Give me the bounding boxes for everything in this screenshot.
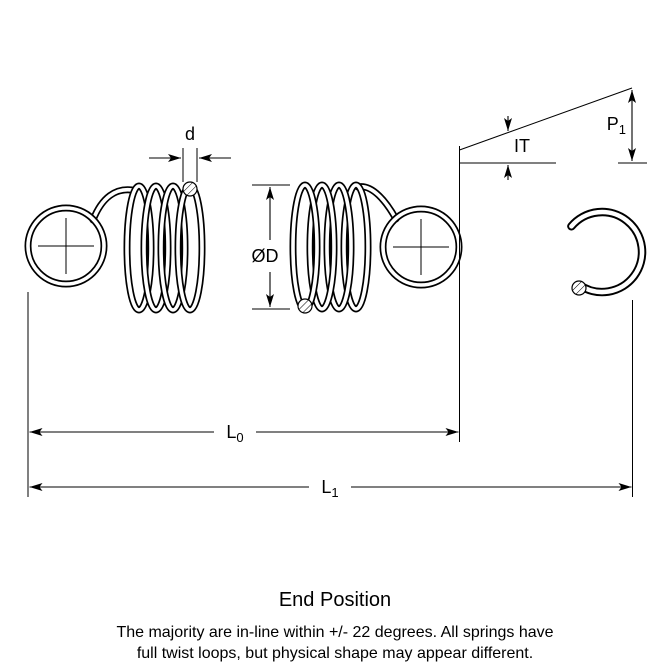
right-hook-crosshair: [393, 219, 449, 275]
wire-core: [26, 206, 106, 286]
left-hook-loop: [24, 204, 108, 288]
wire-cross-section-left: [182, 181, 198, 197]
initial-tension-label: IT: [514, 136, 530, 156]
outer-diameter-label: ØD: [252, 246, 279, 266]
left-hook-crosshair: [38, 218, 94, 274]
end-position-title: End Position: [279, 589, 391, 611]
load-reference: IT P1: [459, 87, 647, 442]
free-length-label: L0: [226, 422, 243, 445]
load-line-diagonal: [459, 87, 633, 151]
left-coils: [123, 182, 206, 314]
wire-core: [91, 187, 134, 222]
wire-diameter-dimension: d: [149, 124, 231, 182]
wire-core: [569, 209, 645, 295]
left-hook-connection: [89, 186, 136, 224]
caption: End Position The majority are in-line wi…: [116, 589, 553, 662]
outer-diameter-dimension: ØD: [252, 184, 290, 310]
length-dimensions: L0 L1: [27, 292, 633, 500]
right-coils: [289, 181, 372, 313]
right-spring: [289, 181, 463, 314]
caption-line-2: full twist loops, but physical shape may…: [137, 645, 533, 662]
left-spring: [24, 181, 206, 314]
extended-length-label: L1: [321, 477, 338, 500]
load-label: P1: [607, 114, 626, 137]
wire-diameter-label: d: [185, 124, 195, 144]
wire-cross-section-right: [297, 298, 313, 314]
caption-line-1: The majority are in-line within +/- 22 d…: [116, 624, 553, 641]
wire-cross-section-hook: [571, 280, 587, 296]
open-hook-end: [567, 207, 647, 297]
